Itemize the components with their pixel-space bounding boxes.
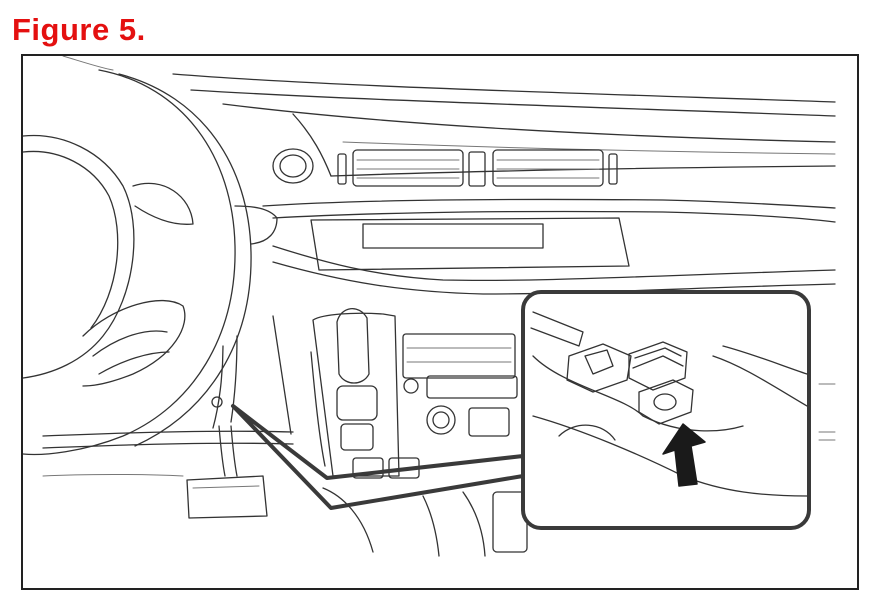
brake-pedal-icon [42, 425, 528, 557]
dashboard-illustration [23, 56, 836, 557]
steering-wheel-icon [23, 56, 278, 456]
connector-icon [566, 341, 694, 425]
dashboard-icon [172, 73, 836, 295]
inset-detail [521, 290, 811, 530]
shift-lever-icon [42, 308, 518, 479]
callout-pointer [231, 404, 525, 510]
illustration-frame [21, 54, 859, 590]
arrow-up-icon [662, 423, 706, 487]
figure-title: Figure 5. [12, 12, 146, 47]
